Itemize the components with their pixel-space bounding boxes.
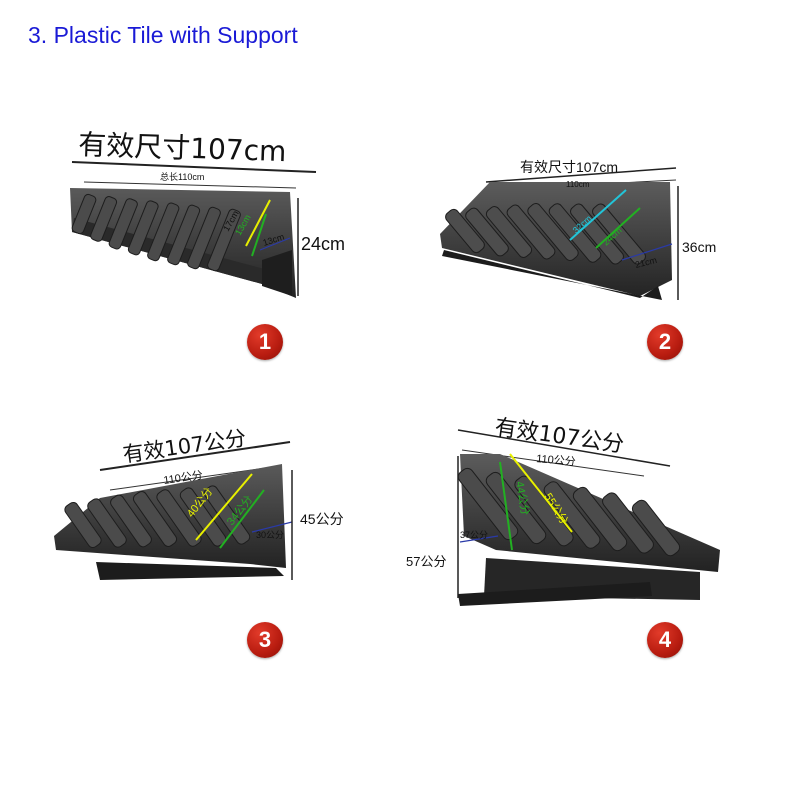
product-4-illustration: 有效107公分 110公分 57公分 37公分 44公分 55公分 xyxy=(406,415,720,606)
product-4-panel: 有效107公分 110公分 57公分 37公分 44公分 55公分 4 xyxy=(400,400,800,670)
product-4-total-length: 110公分 xyxy=(536,452,577,468)
page-title: 3. Plastic Tile with Support xyxy=(28,22,298,48)
product-4-height: 57公分 xyxy=(406,554,446,569)
product-1-heading: 有效尺寸107cm xyxy=(78,128,287,168)
product-1-panel: 有效尺寸107cm 总长110cm 24cm 13cm 17cm 13cm 1 xyxy=(0,110,400,380)
product-2-heading: 有效尺寸107cm xyxy=(520,159,618,175)
product-2-panel: 有效尺寸107cm 110cm 36cm 21cm 32cm 24cm 2 xyxy=(400,110,800,380)
product-1-total-length: 总长110cm xyxy=(160,171,204,182)
product-4-green-length: 44公分 xyxy=(513,480,532,516)
product-3-height: 45公分 xyxy=(300,511,344,527)
product-4-heading: 有效107公分 xyxy=(493,415,625,458)
product-3-depth: 30公分 xyxy=(256,530,284,540)
product-1-badge: 1 xyxy=(247,324,283,360)
product-3-badge: 3 xyxy=(247,622,283,658)
product-1-illustration: 有效尺寸107cm 总长110cm 24cm 13cm 17cm 13cm xyxy=(70,128,345,298)
product-4-badge: 4 xyxy=(647,622,683,658)
product-1-height: 24cm xyxy=(301,234,345,254)
product-2-illustration: 有效尺寸107cm 110cm 36cm 21cm 32cm 24cm xyxy=(440,159,716,300)
product-2-total-length: 110cm xyxy=(566,180,590,189)
product-3-total-length: 110公分 xyxy=(163,469,204,487)
product-2-badge: 2 xyxy=(647,324,683,360)
product-3-panel: 有效107公分 110公分 45公分 30公分 40公分 34公分 3 xyxy=(0,400,400,670)
product-4-depth: 37公分 xyxy=(460,530,488,540)
product-3-illustration: 有效107公分 110公分 45公分 30公分 40公分 34公分 xyxy=(54,426,344,580)
product-2-height: 36cm xyxy=(682,239,716,255)
product-3-heading: 有效107公分 xyxy=(121,426,247,467)
